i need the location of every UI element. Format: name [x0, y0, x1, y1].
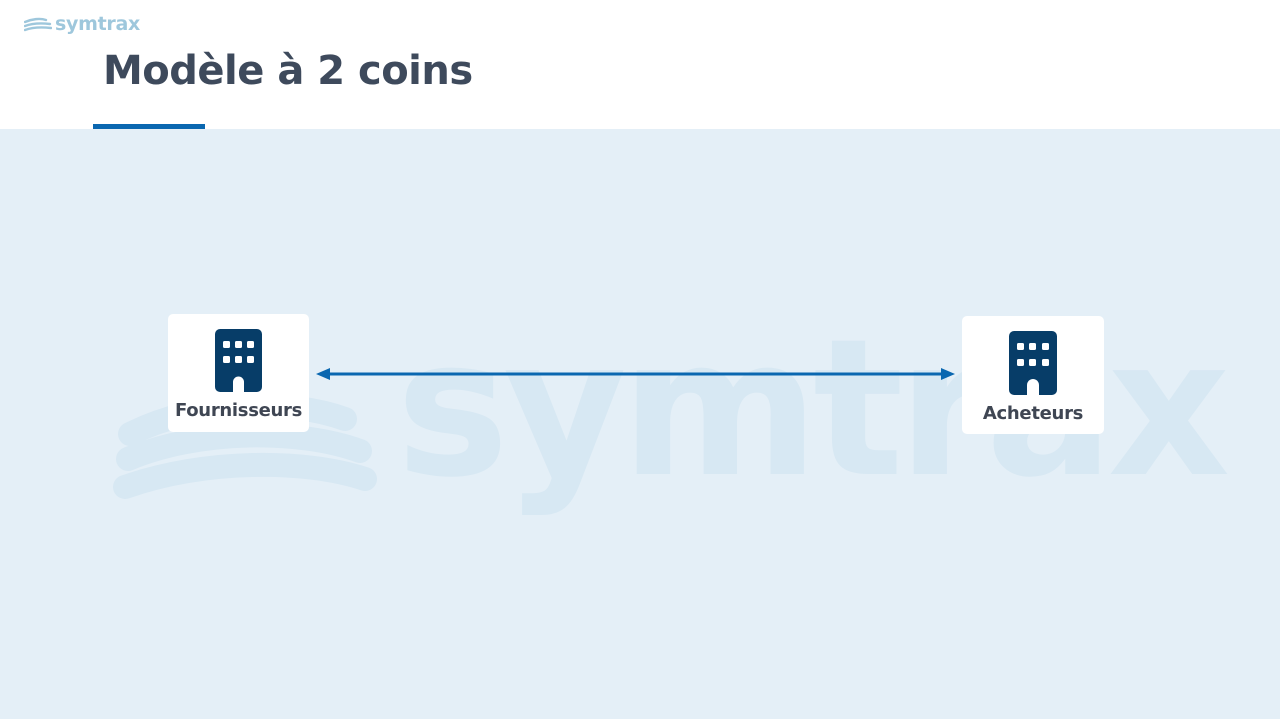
logo-text: symtrax [55, 13, 140, 35]
building-icon [1009, 331, 1057, 395]
supplier-label: Fournisseurs [174, 400, 303, 421]
diagram-canvas: symtrax Fournisseurs Achete [0, 129, 1280, 719]
page-title: Modèle à 2 coins [103, 48, 473, 94]
buyer-node: Acheteurs [962, 316, 1104, 434]
buyer-label: Acheteurs [982, 403, 1084, 424]
supplier-node: Fournisseurs [168, 314, 309, 432]
building-icon [215, 329, 262, 392]
title-underline [93, 124, 205, 130]
slide-header: symtrax Modèle à 2 coins [0, 0, 1280, 130]
bidirectional-arrow [316, 368, 955, 380]
waves-logo-icon [24, 17, 52, 32]
logo: symtrax [24, 10, 140, 38]
